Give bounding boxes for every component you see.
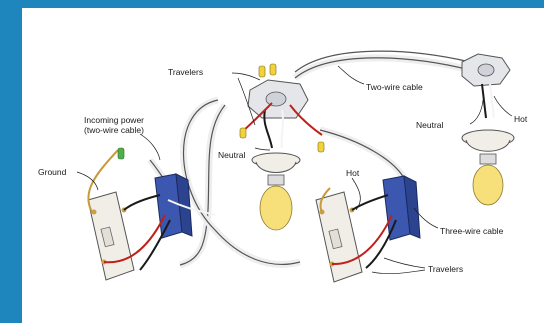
right-switch-wires [319,187,397,269]
cables [147,50,471,269]
right-light-fixture [461,129,515,206]
right-ceiling-box [461,53,511,119]
leader-lines [76,65,513,275]
left-switch-wires [87,147,216,271]
label-hot-right: Hot [514,114,528,124]
label-neutral-right: Neutral [416,120,444,130]
center-light-fixture [251,152,301,231]
wire-nut-icon [317,141,325,153]
left-three-way-switch [87,191,135,281]
left-switch-box [154,173,193,239]
label-travelers-top: Travelers [168,67,203,77]
label-incoming-power: Incoming power [84,115,144,125]
label-ground: Ground [38,167,67,177]
label-two-wire-cable: Two-wire cable [366,82,423,92]
label-neutral-center: Neutral [218,150,246,160]
bulb-icon [472,164,504,206]
wire-nut-icon [269,63,277,76]
ground-wire-nut-icon [117,147,125,160]
wire-nut-icon [239,127,247,139]
right-three-way-switch [315,191,363,283]
label-hot-center: Hot [346,168,360,178]
bulb-icon [259,185,293,231]
label-three-wire-cable: Three-wire cable [440,226,504,236]
wire-nut-icon [258,65,266,78]
label-travelers-bottom: Travelers [428,264,463,274]
center-junction-box [239,63,325,153]
diagram-labels: Travelers Two-wire cable Incoming power … [38,67,528,274]
label-incoming-power-sub: (two-wire cable) [84,125,144,135]
right-switch-box [382,175,421,241]
